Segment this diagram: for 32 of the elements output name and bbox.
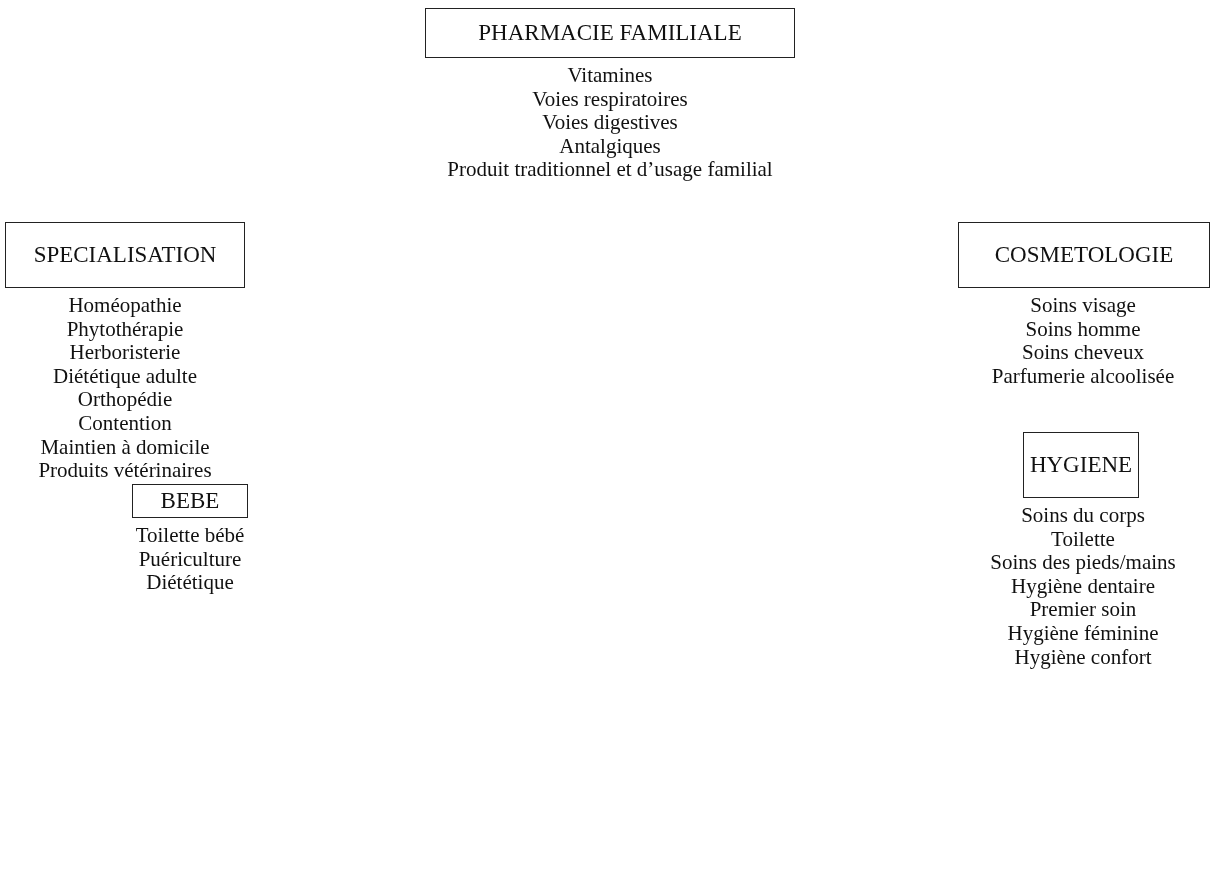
list-item: Orthopédie [77,388,173,412]
list-item: Vitamines [567,64,653,87]
category-box: SPECIALISATION [5,222,245,288]
category-box: BEBE [132,484,248,518]
category-box: PHARMACIE FAMILIALE [425,8,795,58]
list-item: Soins visage [1030,294,1136,317]
list-item: Voies respiratoires [532,87,688,111]
list-item: Diététique [146,571,234,595]
list-item: Hygiène dentaire [1011,574,1155,598]
list-item: Toilette [1051,527,1115,551]
list-item: Homéopathie [68,294,182,317]
list-item: Maintien à domicile [40,435,210,459]
list-item: Premier soin [1029,598,1137,622]
list-item: Produits vétérinaires [38,459,212,483]
list-item: Soins cheveux [1022,341,1144,365]
list-item: Diététique adulte [53,364,197,388]
list-item: Soins homme [1025,317,1141,341]
category-box: COSMETOLOGIE [958,222,1210,288]
list-item: Hygiène féminine [1007,622,1159,645]
list-item: Puériculture [138,547,242,571]
list-item: Soins des pieds/mains [990,551,1176,575]
list-item: Parfumerie alcoolisée [991,364,1175,388]
list-item: Herboristerie [69,341,181,365]
list-item: Toilette bébé [135,524,245,547]
list-item: Phytothérapie [66,317,184,341]
list-item: Contention [78,412,172,435]
list-item: Produit traditionnel et d’usage familial [447,158,773,182]
list-item: Hygiène confort [1014,645,1152,669]
category-box: HYGIENE [1023,432,1139,498]
list-item: Soins du corps [1021,504,1145,527]
list-item: Antalgiques [559,134,661,158]
list-item: Voies digestives [542,111,678,135]
